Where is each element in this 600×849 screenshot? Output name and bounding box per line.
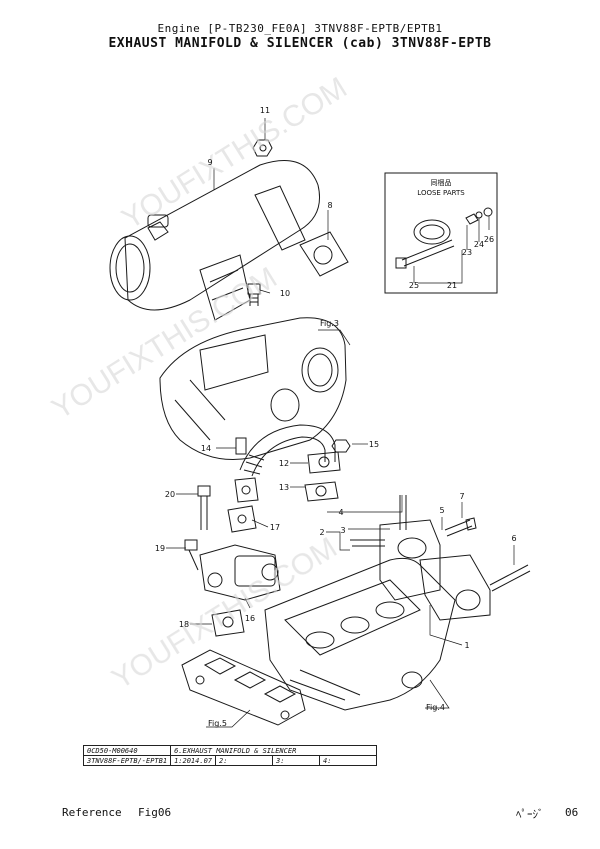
callout-6: 6 — [511, 534, 516, 543]
callout-11: 11 — [260, 106, 270, 115]
bolt-10 — [247, 283, 261, 306]
callout-14: 14 — [201, 444, 211, 453]
nut-15 — [331, 439, 351, 453]
drawing-info-table: 0CD50-M00640 6.EXHAUST MANIFOLD & SILENC… — [82, 745, 378, 766]
exhaust-outlet-right — [350, 495, 531, 621]
callout-19: 19 — [155, 544, 165, 553]
callout-23: 23 — [462, 248, 472, 257]
fig-ref-fig3: Fig.3 — [320, 319, 339, 328]
callout-2: 2 — [319, 528, 324, 537]
gasket-12-13 — [304, 451, 341, 502]
callout-26: 26 — [484, 235, 494, 244]
gasket-8 — [299, 231, 349, 277]
leader-lines — [166, 118, 515, 728]
watermark-2: YOUFIXTHIS.COM — [46, 261, 283, 426]
footer-page-label: ﾍﾟｰｼﾞ — [516, 808, 544, 821]
callout-numbers: 11 9 8 10 14 15 12 13 20 4 3 2 7 5 6 19 17 18 16 1 25 21 23242… — [155, 106, 517, 650]
callout-8: 8 — [327, 201, 332, 210]
table-rev-1: 1:2014.07 — [170, 755, 217, 766]
callout-24: 24 — [474, 240, 484, 249]
table-rev-4: 4: — [319, 755, 378, 766]
callout-12: 12 — [279, 459, 289, 468]
callout-7: 7 — [459, 492, 464, 501]
egr-pipe-drawing — [235, 424, 336, 477]
egr-parts-left — [184, 477, 259, 637]
intake-manifold-drawing — [181, 649, 306, 726]
footer-page-number: 06 — [565, 806, 579, 819]
header-line-1: Engine [P-TB230_FE0A] 3TNV88F-EPTB/EPTB1 — [157, 22, 443, 35]
table-model: 3TNV88F-EPTB/-EPTB1 — [82, 755, 172, 766]
cylinder-head-drawing — [264, 557, 456, 711]
fig-ref-fig4: Fig.4 — [426, 703, 445, 712]
silencer-drawing — [109, 160, 320, 321]
callout-4: 4 — [338, 508, 343, 517]
callout-15: 15 — [369, 440, 379, 449]
exhaust-manifold-drawing — [159, 317, 347, 461]
watermarks: YOUFIXTHIS.COM YOUFIXTHIS.COM YOUFIXTHIS… — [46, 71, 353, 696]
callout-10: 10 — [280, 289, 290, 298]
callout-9: 9 — [207, 158, 212, 167]
table-rev-2: 2: — [215, 755, 274, 766]
callout-18: 18 — [179, 620, 189, 629]
loose-parts-en: LOOSE PARTS — [417, 189, 465, 197]
callout-13: 13 — [279, 483, 289, 492]
loose-parts-jp: 同梱品 — [431, 178, 452, 187]
footer-fig: Fig06 — [138, 806, 172, 819]
callout-5: 5 — [439, 506, 444, 515]
callout-3: 3 — [340, 526, 345, 535]
page-title: EXHAUST MANIFOLD & SILENCER (cab) 3TNV88… — [108, 36, 492, 51]
callout-20: 20 — [165, 490, 175, 499]
callout-21: 21 — [447, 281, 457, 290]
callout-25: 25 — [409, 281, 419, 290]
loose-parts-box — [384, 172, 498, 294]
egr-valve-16 — [199, 544, 281, 601]
table-doc-code: 0CD50-M00640 — [82, 745, 172, 756]
callout-17: 17 — [270, 523, 280, 532]
loose-parts-label: 同梱品 LOOSE PARTS — [417, 178, 465, 197]
nut-11 — [252, 139, 273, 157]
callout-1: 1 — [464, 641, 469, 650]
table-section-title: 6.EXHAUST MANIFOLD & SILENCER — [170, 745, 378, 756]
table-rev-3: 3: — [272, 755, 321, 766]
fig-ref-fig5: Fig.5 — [208, 719, 227, 728]
callout-16: 16 — [245, 614, 255, 623]
footer-reference: Reference — [62, 806, 122, 819]
